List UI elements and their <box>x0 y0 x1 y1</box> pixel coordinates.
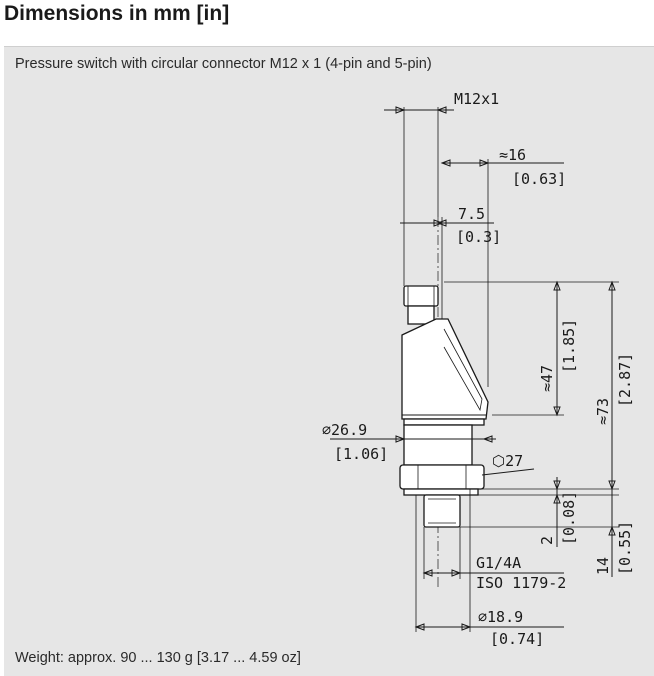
connector-m12 <box>403 285 439 307</box>
dim-connector: M12x1 <box>454 90 499 108</box>
dim-47-mm: ≈47 <box>538 365 556 392</box>
housing-shoulder <box>403 418 485 426</box>
hex-washer <box>403 488 479 496</box>
display-window <box>443 328 483 412</box>
technical-drawing: M12x1 ≈16 [0.63] 7.5 [0.3] ≈47 [1.85] ≈7… <box>322 90 634 648</box>
hex-nut <box>399 464 485 490</box>
dim-73-in: [2.87] <box>616 353 634 407</box>
housing-body <box>401 318 489 420</box>
dim-dia18-mm: ⌀18.9 <box>478 608 523 626</box>
dim-dia18-in: [0.74] <box>490 630 544 648</box>
drawing-subtitle: Pressure switch with circular connector … <box>15 56 432 72</box>
dim-2-mm: 2 <box>538 536 556 545</box>
dim-73-mm: ≈73 <box>594 398 612 425</box>
dim-16-in: [0.63] <box>512 170 566 188</box>
page-title: Dimensions in mm [in] <box>4 2 230 25</box>
thread-g14 <box>423 494 461 528</box>
lower-cylinder <box>403 424 473 466</box>
dim-dia26-mm: ⌀26.9 <box>322 421 367 439</box>
dim-7-5-in: [0.3] <box>456 228 501 246</box>
dim-47-in: [1.85] <box>560 319 578 373</box>
dim-dia26-in: [1.06] <box>334 445 388 463</box>
weight-note: Weight: approx. 90 ... 130 g [3.17 ... 4… <box>15 650 301 666</box>
dim-14-mm: 14 <box>594 557 612 575</box>
dim-hex27: ⬡27 <box>492 452 523 470</box>
dim-14-in: [0.55] <box>616 521 634 575</box>
dim-standard: ISO 1179-2 <box>476 574 566 592</box>
connector-neck <box>407 305 435 325</box>
dim-2-in: [0.08] <box>560 491 578 545</box>
dim-7-5-mm: 7.5 <box>458 205 485 223</box>
dim-thread: G1/4A <box>476 554 521 572</box>
dim-16-mm: ≈16 <box>499 146 526 164</box>
drawing-panel: Pressure switch with circular connector … <box>4 46 654 676</box>
